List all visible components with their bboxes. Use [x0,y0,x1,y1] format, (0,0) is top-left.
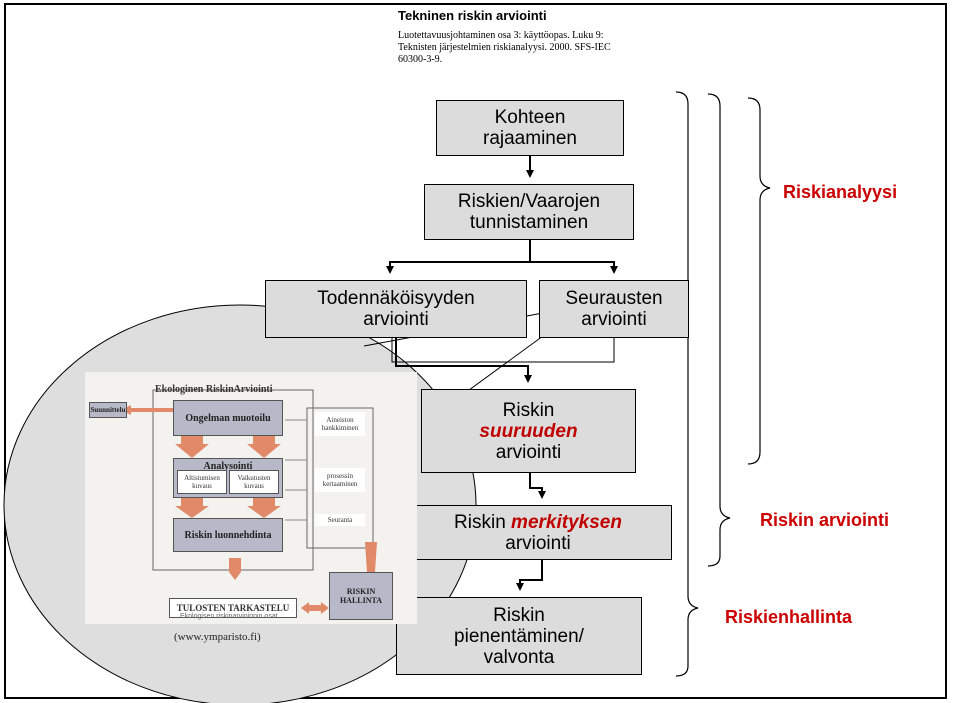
box-riskin-merkitys: Riskin merkityksen arviointi [404,505,672,560]
box-kohteen-rajaaminen: Kohteen rajaaminen [436,100,624,156]
box-label: Riskin [502,399,555,421]
figure-text-aineisto: Aineiston hankkiminen [315,412,365,436]
page-title: Tekninen riskin arviointi [398,8,547,23]
box-emphasis: merkityksen [511,511,622,533]
box-label: pienentäminen/ [454,625,584,647]
box-todennakoisyys: Todennäköisyyden arviointi [265,280,527,338]
figure-box-hallinta: RISKIN HALLINTA [329,572,393,620]
figure-box-luonnehdinta: Riskin luonnehdinta [173,518,283,552]
box-label-row: Riskin merkityksen [454,512,622,533]
box-label: arviointi [505,532,571,554]
figure-source: (www.ymparisto.fi) [174,631,261,643]
figure-text-seuranta: Seuranta [315,514,365,526]
figure-box-vaikutukset: Vaikutusten kuvaus [229,470,279,494]
label-riskianalyysi: Riskianalyysi [783,182,898,202]
box-label: arviointi [363,309,429,330]
box-label: arviointi [495,441,562,463]
figure-title: Ekologinen RiskinArviointi [155,384,273,395]
box-label: arviointi [581,309,647,330]
figure-text-prosessin: prosessin kertaaminen [315,468,365,492]
figure-box-altistuminen: Altistumisen kuvaus [177,470,227,494]
figure-box-ongelman: Ongelman muotoilu [173,400,283,436]
reference-line: 60300-3-9. [398,54,443,65]
box-label: valvonta [483,646,555,668]
box-label: Riskin [493,604,545,626]
figure-caption: Ekologisen riskinarvioinnin osat. [180,613,280,620]
box-label: rajaaminen [483,128,577,149]
box-label: Kohteen [494,107,566,128]
label-riskin-arviointi: Riskin arviointi [760,510,890,530]
reference-line: Luotettavuusjohtaminen osa 3: käyttöopas… [398,30,604,41]
box-label: Todennäköisyyden [317,288,475,309]
box-riskin-suuruus: Riskin suuruuden arviointi [421,389,636,473]
box-label: Seurausten [565,288,663,309]
box-label: tunnistaminen [469,212,589,233]
figure-box-suunnittelu: Suunnittelu [89,402,127,418]
box-emphasis: suuruuden [479,420,578,442]
bracket-group [675,91,771,677]
box-riskin-pienentaminen: Riskin pienentäminen/ valvonta [396,597,642,675]
box-riskien-tunnistaminen: Riskien/Vaarojen tunnistaminen [424,184,634,240]
figure-lines [121,389,377,614]
label-riskienhallinta: Riskienhallinta [725,607,853,627]
reference-text: Luotettavuusjohtaminen osa 3: käyttöopas… [398,30,698,66]
reference-line: Teknisten järjestelmien riskianalyysi. 2… [398,42,611,53]
box-label: Riskien/Vaarojen [457,191,601,212]
box-label: Riskin [454,511,512,533]
figure-box-tulosten: TULOSTEN TARKASTELU [169,598,297,618]
ecological-risk-figure: Ekologinen RiskinArviointi Suunnittelu O… [85,372,417,624]
box-seurausten: Seurausten arviointi [539,280,689,338]
